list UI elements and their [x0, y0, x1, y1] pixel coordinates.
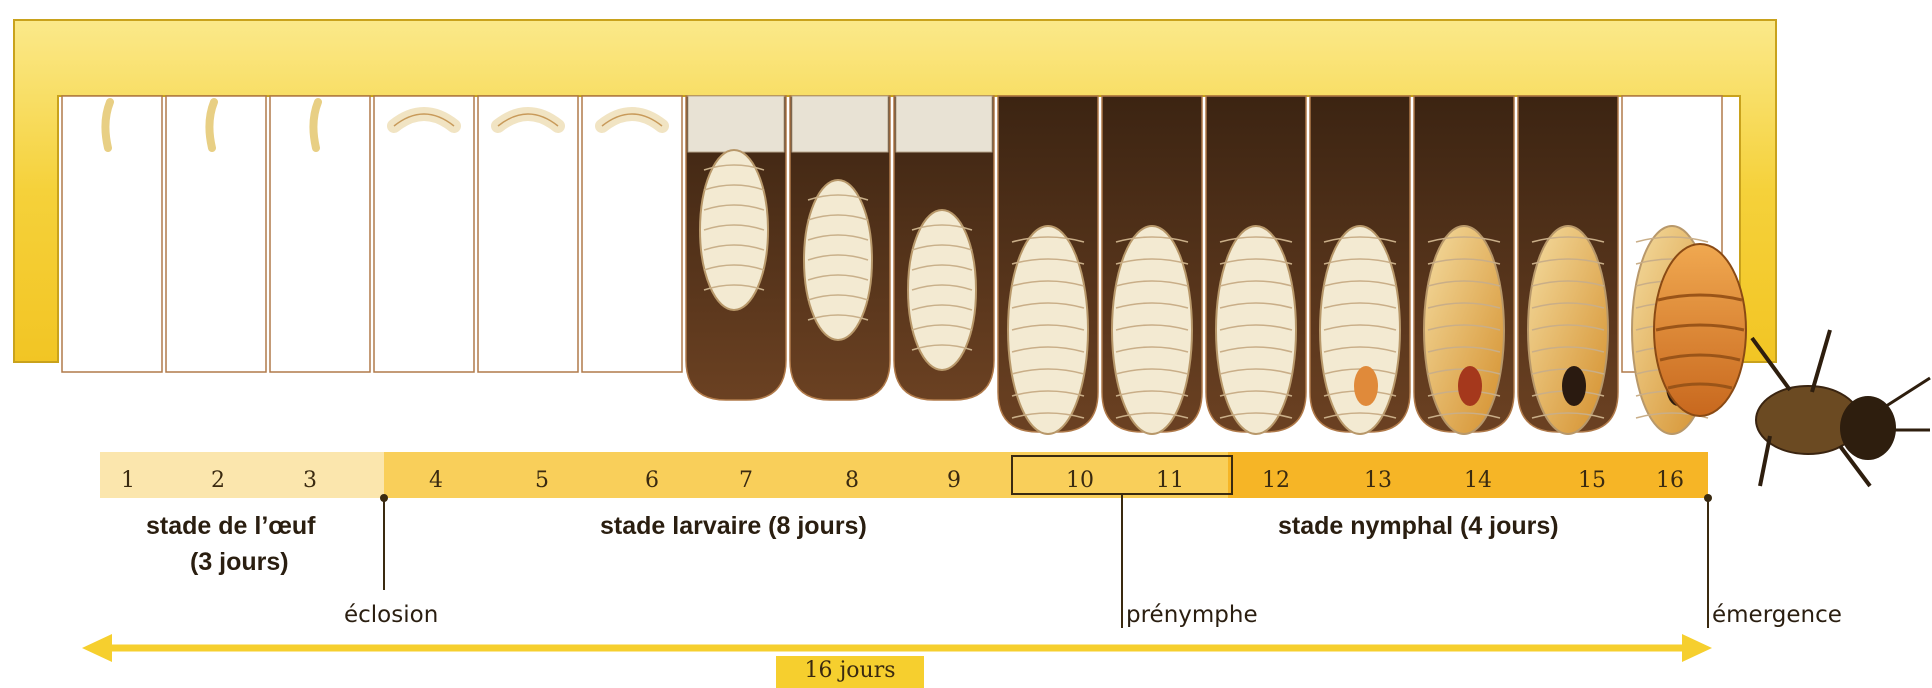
larval-stage-label: stade larvaire (8 jours): [600, 512, 867, 541]
day-number-11: 11: [1156, 468, 1184, 493]
day-number-10: 10: [1066, 468, 1094, 493]
comb-cell-4: [374, 96, 474, 372]
adult-bee-illustration: [1654, 244, 1930, 486]
comb-cell-6: [582, 96, 682, 372]
day-number-15: 15: [1578, 468, 1606, 493]
day-number-16: 16: [1656, 468, 1684, 493]
comb-cell-1: [62, 96, 162, 372]
cell-cap-7: [688, 96, 784, 152]
day-number-5: 5: [535, 468, 549, 493]
cell-cap-8: [792, 96, 888, 152]
comb-cell-3: [270, 96, 370, 372]
egg-2: [209, 102, 214, 148]
egg-1: [105, 102, 110, 148]
total-duration-label: 16 jours: [776, 658, 924, 683]
egg-stage-label-line1: stade de l’œuf: [146, 512, 315, 541]
day-number-4: 4: [429, 468, 443, 493]
larva-7: [700, 150, 768, 310]
day-number-7: 7: [739, 468, 753, 493]
emergence-label: émergence: [1712, 602, 1842, 628]
day-number-9: 9: [947, 468, 961, 493]
pupa-eye-14: [1458, 366, 1482, 406]
prepupa-label: prénymphe: [1126, 602, 1258, 628]
day-number-14: 14: [1464, 468, 1492, 493]
pupa-eye-15: [1562, 366, 1586, 406]
emergence-marker-dot: [1704, 494, 1712, 502]
egg-3: [313, 102, 318, 148]
band-larval-stage: [384, 452, 1228, 498]
band-egg-stage: [100, 452, 384, 498]
comb-cell-2: [166, 96, 266, 372]
day-number-3: 3: [303, 468, 317, 493]
hatching-label: éclosion: [344, 602, 438, 628]
day-number-6: 6: [645, 468, 659, 493]
hatching-marker-dot: [380, 494, 388, 502]
prepupa-11: [1112, 226, 1192, 434]
prepupa-10: [1008, 226, 1088, 434]
day-number-13: 13: [1364, 468, 1392, 493]
cell-group: [62, 96, 1722, 434]
larva-9: [908, 210, 976, 370]
day-number-2: 2: [211, 468, 225, 493]
larva-8: [804, 180, 872, 340]
pupa-12: [1216, 226, 1296, 434]
pupal-stage-label: stade nymphal (4 jours): [1278, 512, 1559, 541]
comb-cell-5: [478, 96, 578, 372]
pupa-eye-13: [1354, 366, 1378, 406]
egg-stage-label-line2: (3 jours): [190, 548, 289, 577]
cell-cap-9: [896, 96, 992, 152]
day-number-1: 1: [121, 468, 135, 493]
day-number-12: 12: [1262, 468, 1290, 493]
day-number-8: 8: [845, 468, 859, 493]
